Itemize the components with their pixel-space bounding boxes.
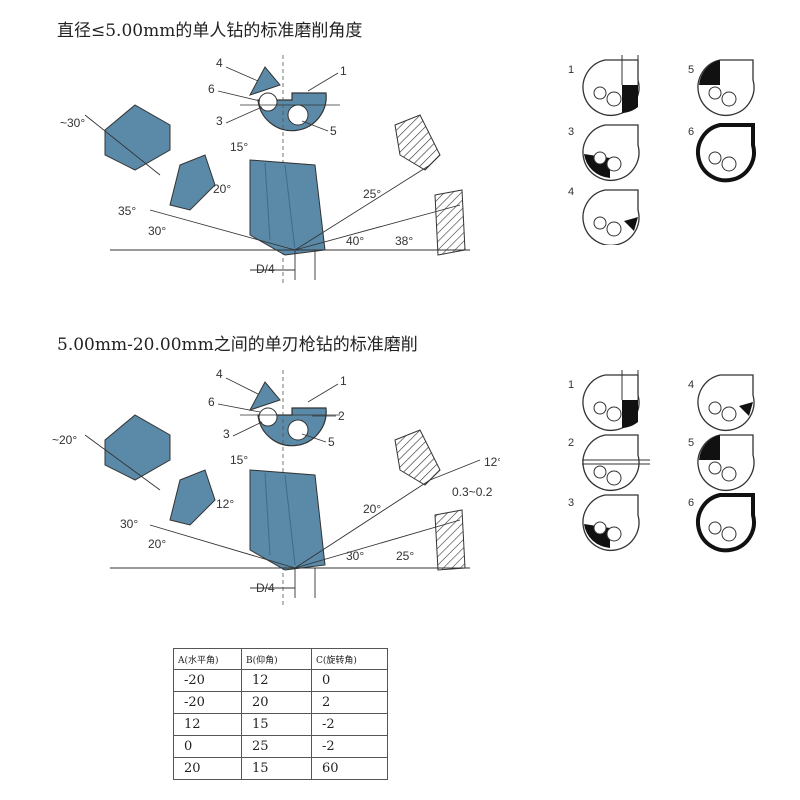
view-label-5: 5 xyxy=(688,64,694,76)
table-cell: -20 xyxy=(173,669,242,692)
table-cell: 15 xyxy=(241,757,312,780)
table-cell: 12 xyxy=(241,669,312,692)
view-6 xyxy=(695,493,756,553)
dimension-d4: D/4 xyxy=(256,262,275,276)
table-header-row: A(水平角) B(仰角) C(旋转角) xyxy=(173,648,388,670)
header-b: B(仰角) xyxy=(241,648,312,670)
angle-label-30: 30° xyxy=(120,517,138,531)
angle-label-20-bottom: 20° xyxy=(148,537,166,551)
hatched-wheel-right-lower xyxy=(434,509,466,571)
hatched-wheel-right-upper xyxy=(394,429,441,486)
hatched-wheel-right-upper xyxy=(394,114,441,171)
gap-label: 0.3~0.2 xyxy=(452,485,493,499)
angle-label-20-top: ~20° xyxy=(52,433,77,447)
drill-body xyxy=(249,469,326,571)
view-1 xyxy=(582,370,640,432)
section1-grinding-diagram: 4 6 3 1 5 ~30° 15° 20° 35° 30° 25° 40 xyxy=(60,55,470,285)
view-label-3: 3 xyxy=(568,497,574,509)
label-5: 5 xyxy=(330,124,337,138)
angle-label-35: 35° xyxy=(118,204,136,218)
view-4 xyxy=(582,189,640,245)
view-label-1: 1 xyxy=(568,64,574,76)
header-c: C(旋转角) xyxy=(311,648,388,670)
grinding-wheel-left-lower xyxy=(169,469,216,526)
dimension-d4: D/4 xyxy=(256,581,275,595)
header-a: A(水平角) xyxy=(173,648,242,670)
section1-title: 直径≤5.00mm的单人钻的标准磨削角度 xyxy=(57,21,363,41)
angle-label-25: 25° xyxy=(396,549,414,563)
drill-body xyxy=(249,159,326,256)
view-3 xyxy=(582,124,640,182)
label-2: 2 xyxy=(338,409,345,423)
view-label-1: 1 xyxy=(568,379,574,391)
table-cell: 25 xyxy=(241,735,312,758)
view-label-4: 4 xyxy=(568,186,574,198)
table-row: -20 20 2 xyxy=(173,691,388,714)
label-5: 5 xyxy=(328,435,335,449)
view-2 xyxy=(582,434,650,492)
angle-table: A(水平角) B(仰角) C(旋转角) -20 12 0 -20 20 2 12… xyxy=(173,648,388,780)
table-cell: -2 xyxy=(311,713,388,736)
angle-label-40: 40° xyxy=(346,234,364,248)
grinding-wheel-left-upper xyxy=(104,104,171,171)
table-row: 0 25 -2 xyxy=(173,735,388,758)
angle-label-12: 12° xyxy=(216,497,234,511)
angle-label-20-right: 20° xyxy=(363,502,381,516)
table-cell: 20 xyxy=(241,691,312,714)
label-4: 4 xyxy=(216,56,223,70)
view-label-5: 5 xyxy=(688,437,694,449)
section2-cross-section-views: 1 2 3 4 5 6 xyxy=(568,370,756,553)
label-4: 4 xyxy=(216,367,223,381)
table-cell: 60 xyxy=(311,757,388,780)
angle-label-30-top: ~30° xyxy=(60,116,85,130)
angle-label-30-bottom: 30° xyxy=(148,224,166,238)
section1-cross-section-views: 1 3 4 5 6 xyxy=(568,55,756,245)
table-row: 20 15 60 xyxy=(173,757,388,780)
view-5 xyxy=(697,434,755,492)
view-label-2: 2 xyxy=(568,437,574,449)
angle-label-15: 15° xyxy=(230,453,248,467)
angle-label-20: 20° xyxy=(213,182,231,196)
view-label-3: 3 xyxy=(568,126,574,138)
drill-cross-section xyxy=(240,55,340,285)
view-label-6: 6 xyxy=(688,126,694,138)
table-row: 12 15 -2 xyxy=(173,713,388,736)
label-3: 3 xyxy=(216,114,223,128)
view-3 xyxy=(582,494,640,552)
view-1 xyxy=(582,55,640,117)
table-cell: 12 xyxy=(173,713,242,736)
grinding-wheel-left-upper xyxy=(104,414,171,481)
label-1: 1 xyxy=(340,374,347,388)
angle-label-15: 15° xyxy=(230,140,248,154)
angle-label-12-right: 12° xyxy=(484,455,500,469)
table-cell: 15 xyxy=(241,713,312,736)
section2-title: 5.00mm-20.00mm之间的单刃枪钻的标准磨削 xyxy=(57,335,418,355)
grinding-wheel-left-lower xyxy=(169,154,216,211)
label-6: 6 xyxy=(208,395,215,409)
angle-label-30-right: 30° xyxy=(346,549,364,563)
angle-label-25: 25° xyxy=(363,187,381,201)
view-label-6: 6 xyxy=(688,497,694,509)
table-cell: 0 xyxy=(311,669,388,692)
view-6 xyxy=(695,123,756,183)
table-cell: 20 xyxy=(173,757,242,780)
label-1: 1 xyxy=(340,64,347,78)
hatched-wheel-right-lower xyxy=(434,189,466,256)
table-row: -20 12 0 xyxy=(173,669,388,692)
view-5 xyxy=(697,59,755,117)
section2-grinding-diagram: 4 6 3 1 2 5 ~20° 15° 12° 30° 20° 20° 12° xyxy=(52,367,500,605)
table-cell: -2 xyxy=(311,735,388,758)
table-cell: -20 xyxy=(173,691,242,714)
table-cell: 2 xyxy=(311,691,388,714)
table-cell: 0 xyxy=(173,735,242,758)
view-label-4: 4 xyxy=(688,379,694,391)
view-4 xyxy=(697,374,755,432)
angle-label-38: 38° xyxy=(395,234,413,248)
label-6: 6 xyxy=(208,82,215,96)
label-3: 3 xyxy=(223,427,230,441)
